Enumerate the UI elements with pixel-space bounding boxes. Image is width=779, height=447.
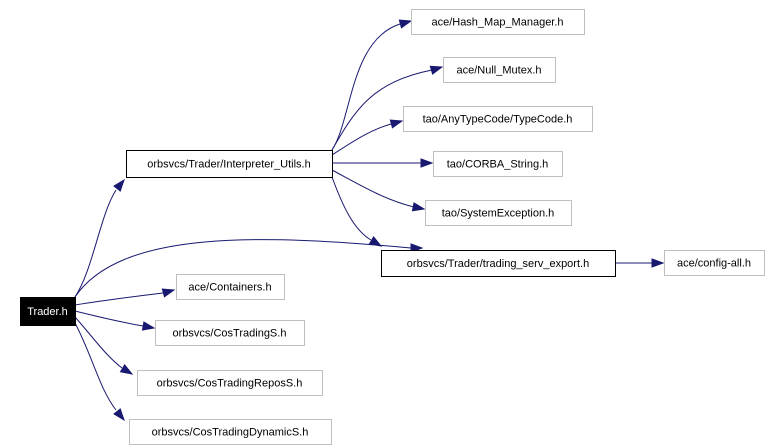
- node-label: orbsvcs/CosTradingS.h: [173, 327, 287, 339]
- arrowhead: [119, 364, 134, 375]
- node-box: [443, 57, 556, 83]
- node-box: [381, 250, 616, 277]
- arrowhead: [398, 19, 413, 29]
- edge-interp-to-tradexport: [331, 176, 383, 247]
- node-label: ace/Hash_Map_Manager.h: [431, 16, 563, 28]
- node-costradingdyn[interactable]: orbsvcs/CosTradingDynamicS.h: [129, 419, 332, 445]
- edge-interp-to-corbastring: [332, 158, 434, 168]
- node-box: [411, 9, 585, 35]
- node-box: [433, 151, 563, 177]
- node-label: ace/Null_Mutex.h: [457, 64, 542, 76]
- node-label: ace/config-all.h: [677, 257, 751, 269]
- node-box: [20, 297, 76, 326]
- nodes-layer: Trader.h orbsvcs/Trader/Interpreter_Utils…: [20, 9, 765, 445]
- node-box: [155, 320, 305, 346]
- node-nullmutex[interactable]: ace/Null_Mutex.h: [443, 57, 556, 83]
- arrowhead: [429, 65, 444, 75]
- node-box: [664, 250, 765, 276]
- node-typecode[interactable]: tao/AnyTypeCode/TypeCode.h: [403, 106, 593, 132]
- node-label: ace/Containers.h: [188, 281, 271, 293]
- node-costrading[interactable]: orbsvcs/CosTradingS.h: [155, 320, 305, 346]
- node-box: [403, 106, 593, 132]
- edge-trader-to-containers: [74, 288, 176, 306]
- node-tradexport[interactable]: orbsvcs/Trader/trading_serv_export.h: [381, 250, 616, 277]
- edge-trader-to-costradingrepos: [74, 316, 134, 375]
- node-label: tao/AnyTypeCode/TypeCode.h: [423, 113, 573, 125]
- arrowhead: [113, 178, 125, 192]
- arrowhead: [113, 408, 125, 422]
- arrowhead: [420, 158, 434, 168]
- edge-trader-to-interp: [74, 178, 125, 298]
- node-hashmap[interactable]: ace/Hash_Map_Manager.h: [411, 9, 585, 35]
- node-box: [126, 150, 333, 178]
- edge-tradexport-to-configall: [615, 258, 665, 268]
- node-label: orbsvcs/CosTradingReposS.h: [157, 377, 303, 389]
- node-box: [425, 200, 572, 226]
- node-label: tao/SystemException.h: [442, 207, 555, 219]
- node-box: [176, 274, 285, 300]
- edge-trader-to-costrading: [74, 310, 156, 331]
- arrowhead: [651, 258, 665, 268]
- edge-interp-to-hashmap: [331, 19, 413, 151]
- edge-interp-to-sysexc: [331, 169, 426, 212]
- node-box: [129, 419, 332, 445]
- arrowhead: [161, 288, 176, 298]
- node-configall[interactable]: ace/config-all.h: [664, 250, 765, 276]
- arrowhead: [389, 119, 404, 129]
- edge-interp-to-nullmutex: [331, 65, 444, 151]
- edges-layer: [74, 19, 665, 422]
- edge-interp-to-typecode: [331, 119, 404, 156]
- arrowhead: [141, 321, 156, 331]
- node-label: orbsvcs/Trader/Interpreter_Utils.h: [147, 158, 310, 170]
- arrowhead: [368, 236, 383, 247]
- node-trader[interactable]: Trader.h: [20, 297, 76, 326]
- node-box: [137, 370, 323, 396]
- node-sysexc[interactable]: tao/SystemException.h: [425, 200, 572, 226]
- arrowhead: [411, 202, 426, 212]
- edge-trader-to-costradingdyn: [74, 322, 125, 422]
- node-label: tao/CORBA_String.h: [447, 158, 549, 170]
- node-label: orbsvcs/CosTradingDynamicS.h: [152, 426, 309, 438]
- node-label: orbsvcs/Trader/trading_serv_export.h: [407, 258, 589, 270]
- node-label: Trader.h: [27, 306, 68, 318]
- node-costradingrepos[interactable]: orbsvcs/CosTradingReposS.h: [137, 370, 323, 396]
- node-interp[interactable]: orbsvcs/Trader/Interpreter_Utils.h: [126, 150, 333, 178]
- node-corbastring[interactable]: tao/CORBA_String.h: [433, 151, 563, 177]
- node-containers[interactable]: ace/Containers.h: [176, 274, 285, 300]
